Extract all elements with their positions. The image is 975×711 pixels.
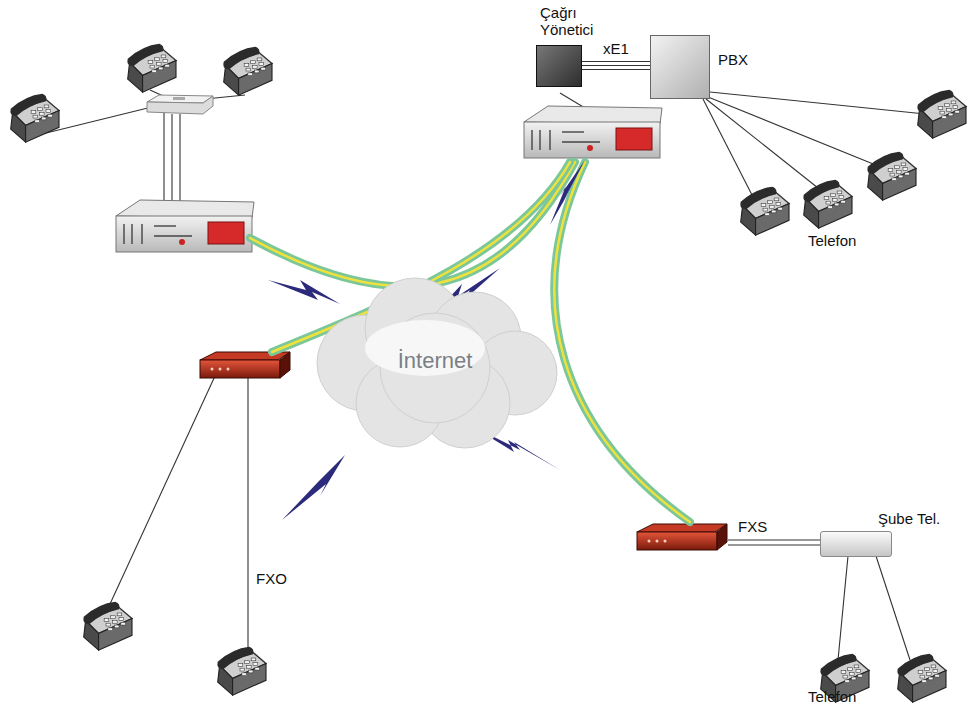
trunk-wire	[582, 61, 650, 62]
node-label: Şube Tel.	[878, 510, 952, 527]
port-label: FXO	[256, 570, 287, 587]
branch-node: Şube Tel.	[812, 510, 952, 557]
branch-exchange-device	[820, 531, 892, 557]
pbx-box	[650, 35, 710, 99]
node-label: PBX	[718, 51, 748, 68]
node-label: İnternet	[305, 348, 565, 373]
port-label: Telefon	[808, 688, 856, 705]
pbx-node: PBX	[650, 35, 748, 99]
link-group	[582, 62, 650, 70]
trunk-wire	[582, 69, 650, 70]
node-label: Çağrı Yönetici	[540, 4, 608, 39]
call-manager-box	[536, 45, 582, 87]
cloud-node: İnternet	[305, 268, 565, 458]
port-label: FXS	[738, 518, 767, 535]
e1-trunk	[582, 65, 650, 66]
edge-label: xE1	[601, 40, 631, 57]
port-label: Telefon	[808, 232, 856, 249]
manager-node: Çağrı Yönetici	[530, 4, 608, 87]
